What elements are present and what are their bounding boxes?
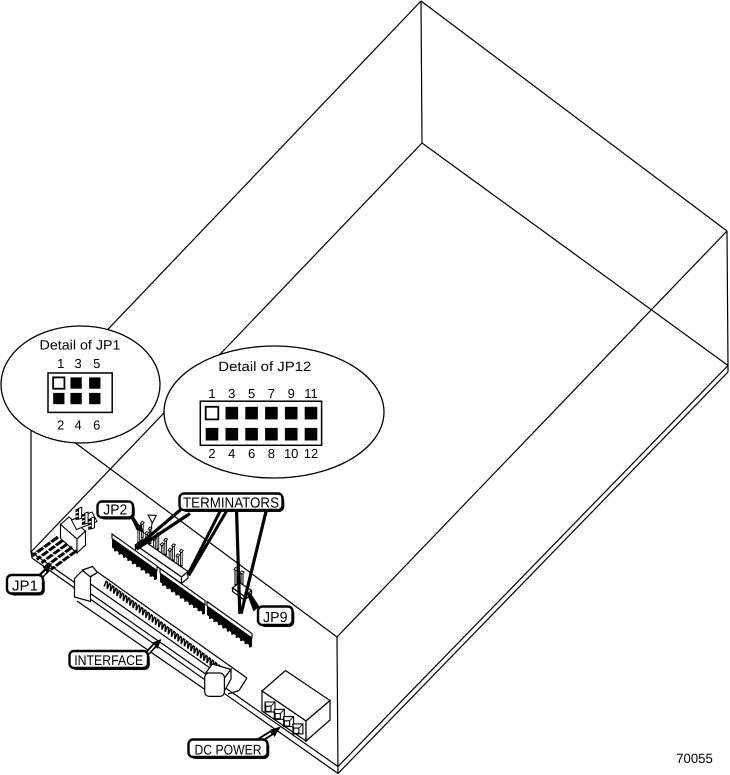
svg-text:TERMINATORS: TERMINATORS xyxy=(183,496,279,512)
svg-text:6: 6 xyxy=(93,418,100,433)
svg-text:11: 11 xyxy=(304,386,318,401)
svg-text:1: 1 xyxy=(208,386,215,401)
svg-text:1: 1 xyxy=(57,356,64,371)
svg-text:2: 2 xyxy=(57,418,64,433)
svg-text:INTERFACE: INTERFACE xyxy=(74,652,143,668)
svg-text:JP2: JP2 xyxy=(103,503,127,519)
svg-text:3: 3 xyxy=(74,356,81,371)
svg-text:4: 4 xyxy=(74,418,81,433)
svg-text:9: 9 xyxy=(288,386,295,401)
svg-text:Detail of JP1: Detail of JP1 xyxy=(40,338,121,353)
svg-text:8: 8 xyxy=(268,446,275,461)
svg-text:5: 5 xyxy=(93,356,100,371)
svg-text:7: 7 xyxy=(268,386,275,401)
svg-text:2: 2 xyxy=(208,446,215,461)
svg-text:JP1: JP1 xyxy=(12,579,38,595)
svg-text:DC POWER: DC POWER xyxy=(195,742,262,758)
svg-text:70055: 70055 xyxy=(676,751,713,766)
svg-text:12: 12 xyxy=(304,446,318,461)
svg-text:3: 3 xyxy=(228,386,235,401)
svg-text:5: 5 xyxy=(248,386,255,401)
svg-text:JP9: JP9 xyxy=(263,610,288,626)
svg-text:4: 4 xyxy=(228,446,235,461)
svg-text:Detail of JP12: Detail of JP12 xyxy=(218,359,311,374)
svg-text:10: 10 xyxy=(284,446,298,461)
svg-text:6: 6 xyxy=(248,446,255,461)
